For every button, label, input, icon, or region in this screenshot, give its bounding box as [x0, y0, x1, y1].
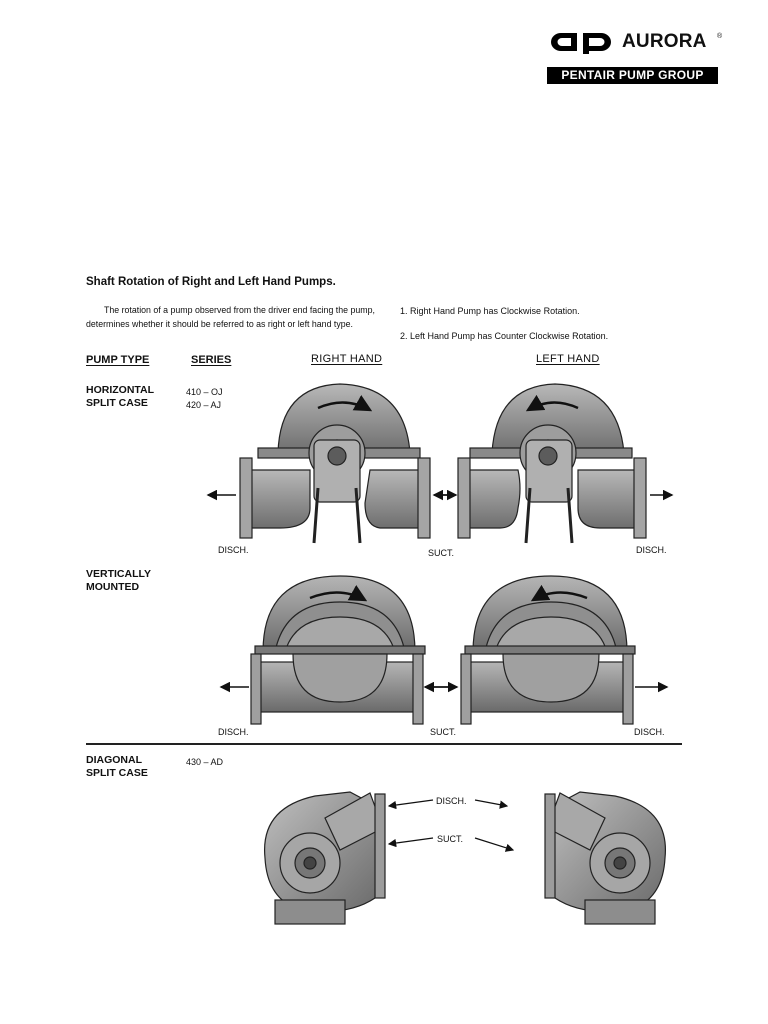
label-disch-right-vertical: DISCH.	[218, 727, 249, 737]
diagonal-pumps-illustration-icon	[264, 791, 666, 925]
right-hand-diagonal-pump	[264, 791, 386, 925]
series-code: 410 – OJ	[186, 387, 223, 397]
note-right-hand: 1. Right Hand Pump has Clockwise Rotatio…	[400, 306, 580, 316]
left-hand-horizontal-pump	[457, 383, 647, 544]
pump-type-line: VERTICALLY	[86, 568, 151, 580]
pump-type-line: SPLIT CASE	[86, 767, 148, 779]
pump-type-horizontal: HORIZONTAL SPLIT CASE	[86, 384, 154, 410]
pump-type-line: HORIZONTAL	[86, 384, 155, 396]
header-series: SERIES	[191, 354, 232, 366]
vertical-pumps-illustration-icon	[219, 575, 669, 725]
header-left-hand: LEFT HAND	[536, 353, 600, 365]
left-hand-vertical-pump	[460, 575, 636, 725]
pump-type-diagonal: DIAGONAL SPLIT CASE	[86, 754, 148, 780]
flow-arrow-icon	[387, 799, 515, 852]
label-disch-right-horizontal: DISCH.	[218, 545, 249, 555]
header-right-hand: RIGHT HAND	[311, 353, 383, 365]
pump-type-line: MOUNTED	[86, 581, 140, 593]
section-divider	[86, 743, 682, 745]
note-left-hand: 2. Left Hand Pump has Counter Clockwise …	[400, 331, 609, 341]
label-disch-left-horizontal: DISCH.	[636, 545, 667, 555]
right-hand-vertical-pump	[250, 575, 426, 725]
label-suct-horizontal: SUCT.	[428, 548, 455, 558]
page-title: Shaft Rotation of Right and Left Hand Pu…	[86, 276, 336, 288]
series-horizontal: 410 – OJ 420 – AJ	[186, 386, 223, 412]
intro-paragraph: The rotation of a pump observed from the…	[86, 305, 375, 329]
pump-type-line: DIAGONAL	[86, 754, 142, 766]
horizontal-pumps-illustration-icon	[206, 383, 674, 544]
pump-type-vertical: VERTICALLY MOUNTED	[86, 568, 151, 594]
label-suct-vertical: SUCT.	[430, 727, 457, 737]
header-pump-type: PUMP TYPE	[86, 354, 150, 366]
pump-type-line: SPLIT CASE	[86, 397, 148, 409]
series-code: 430 – AD	[186, 757, 224, 767]
brand-name: AURORA	[622, 31, 707, 52]
brand-group-bar: PENTAIR PUMP GROUP	[547, 67, 718, 84]
label-disch-diagonal: DISCH.	[436, 796, 467, 806]
series-diagonal: 430 – AD	[186, 756, 223, 769]
series-code: 420 – AJ	[186, 400, 222, 410]
registered-mark: ®	[717, 33, 723, 40]
label-disch-left-vertical: DISCH.	[634, 727, 665, 737]
left-hand-diagonal-pump	[544, 791, 666, 925]
label-suct-diagonal: SUCT.	[437, 834, 464, 844]
right-hand-horizontal-pump	[239, 383, 431, 544]
ap-logo-mark-icon	[551, 33, 611, 54]
